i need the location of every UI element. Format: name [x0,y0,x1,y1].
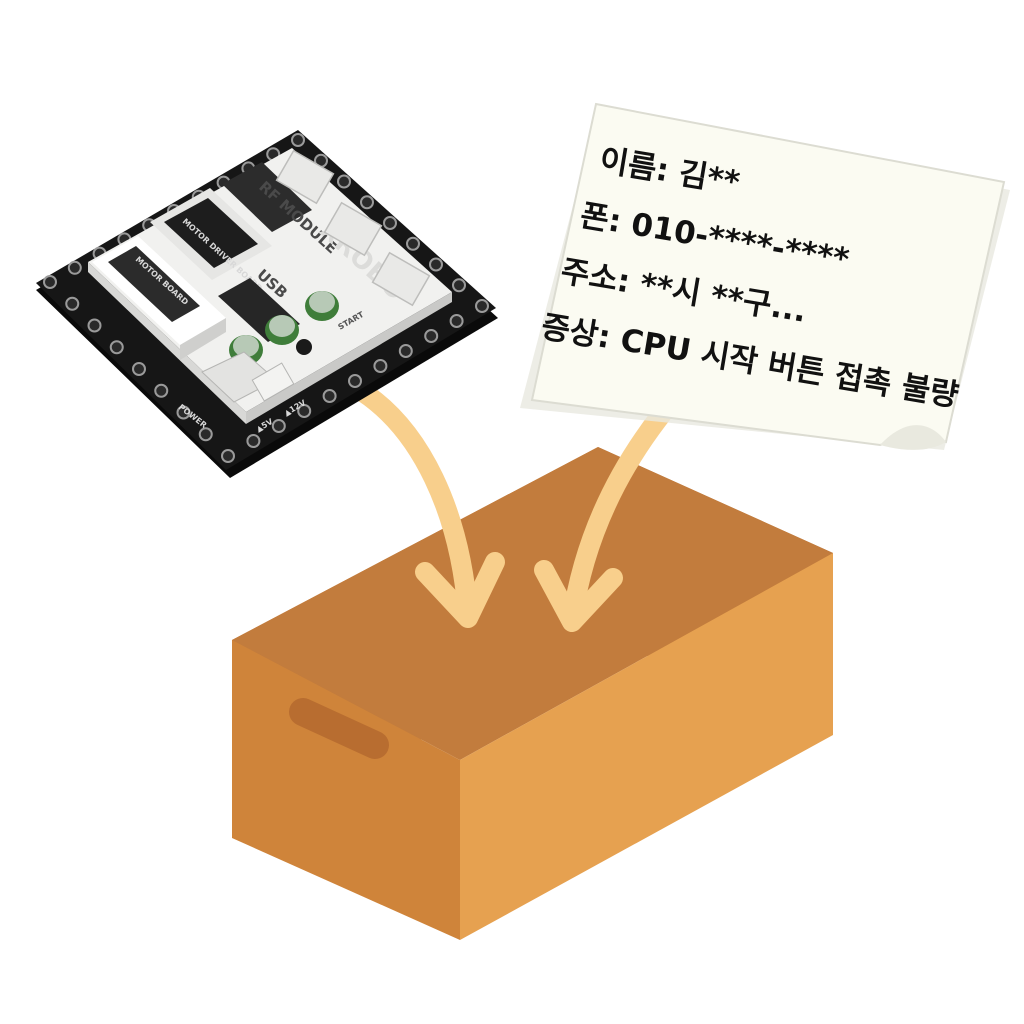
capacitors [229,291,339,365]
pcb-hole [337,174,351,189]
repair-note: 이름: 김** 폰: 010-****-**** 주소: **시 **구... … [520,102,1010,450]
pcb-hole [221,449,235,463]
pcb-hole [65,296,80,311]
pcb-hole [360,195,374,210]
pcb-hole [406,236,420,251]
pcb-hole [132,362,146,376]
pcb-hole [271,419,286,433]
pcb-hole [429,257,443,272]
pcb-hole [424,329,439,343]
pcb-hole [198,427,213,442]
pcb-hole [246,434,261,448]
arrow-board-to-box [353,382,505,628]
pcb-hole [43,275,57,289]
pcb-hole [373,359,388,373]
pcb-hole [154,383,169,398]
pcb-hole [109,340,124,355]
cardboard-box [232,447,833,940]
pcb-hole [475,299,489,313]
pcb-hole [87,318,102,333]
pcb-hole [322,389,337,403]
pcb-hole [67,260,82,275]
box-front-face [232,640,460,940]
pcb-hole [449,314,464,328]
pcb-hole [297,404,312,418]
pcb-hole [291,133,305,147]
pcb-hole [383,216,397,230]
power-connector [201,351,295,403]
pcb-hole [348,374,362,388]
note-curl [880,425,946,450]
servo-connectors [275,149,431,307]
motor-board-block: MOTOR BOARD [92,236,226,360]
pcb-hole [176,405,191,420]
box-inner-floor [232,447,833,760]
box-right-face [460,553,833,940]
circuit-board: MOTOR BOARD MOTOR DRIVER BOARD RF MODULE… [36,130,498,478]
box-handle-slot [289,698,389,759]
pcb-hole [452,278,466,293]
pcb-hole [398,344,413,358]
